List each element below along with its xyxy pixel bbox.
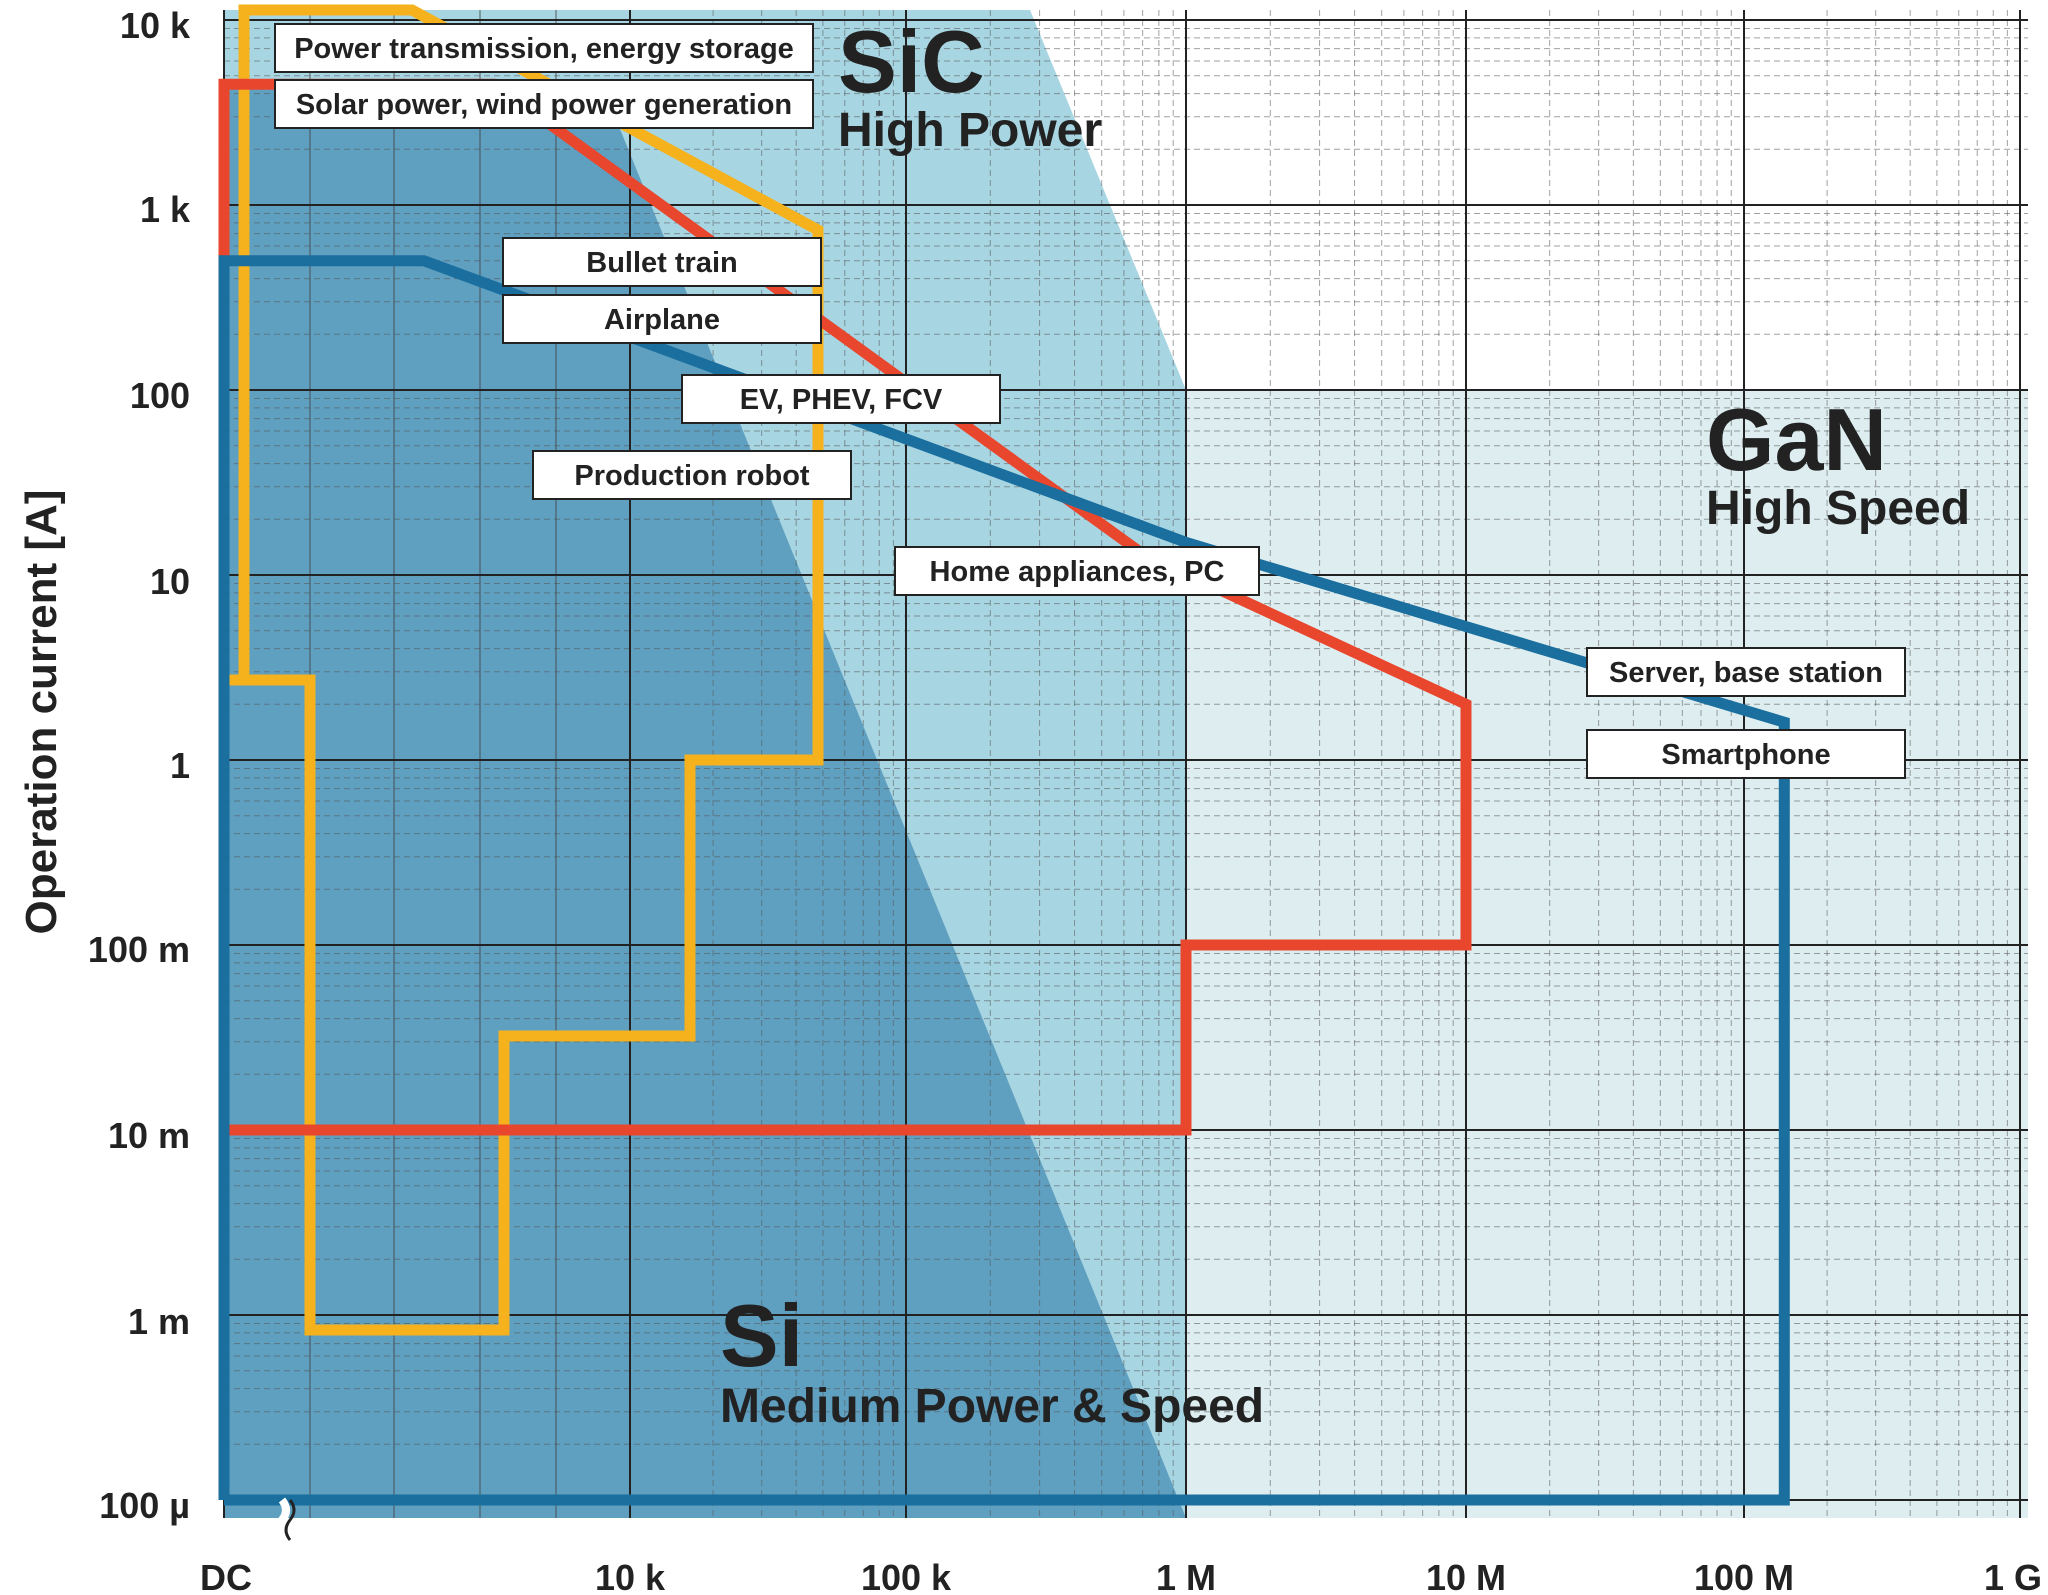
y-tick-labels: 10 k 1 k 100 10 1 100 m 10 m 1 m 100 µ	[88, 5, 191, 1526]
annotation-solar-wind: Solar power, wind power generation	[274, 79, 814, 129]
y-tick-label: 1 k	[140, 189, 191, 230]
annotation-production-robot: Production robot	[532, 450, 852, 500]
y-tick-label: 10	[150, 561, 190, 602]
annotation-bullet-train: Bullet train	[502, 237, 822, 287]
annotation-label: Solar power, wind power generation	[296, 89, 792, 121]
annotation-home-appliances: Home appliances, PC	[894, 546, 1260, 596]
annotation-airplane: Airplane	[502, 294, 822, 344]
annotation-power-transmission: Power transmission, energy storage	[274, 23, 814, 73]
series-line	[224, 4, 824, 1336]
region-labels: SiC High Power GaN High Speed Si Medium …	[720, 12, 1970, 1433]
y-tick-label: 10 m	[108, 1115, 190, 1156]
y-tick-label: 10 k	[120, 5, 191, 46]
x-tick-labels: DC 10 k 100 k 1 M 10 M 100 M 1 G	[200, 1557, 2042, 1595]
annotation-label: Server, base station	[1609, 657, 1883, 689]
axis-break-stroke	[284, 1499, 296, 1541]
annotation-label: Airplane	[604, 304, 720, 336]
axis-break-stroke	[274, 1497, 290, 1543]
annotation-label: Bullet train	[586, 247, 737, 279]
x-tick-label: DC	[200, 1557, 252, 1595]
x-tick-label: 10 M	[1426, 1557, 1506, 1595]
y-tick-label: 100 µ	[99, 1485, 190, 1526]
region-title-sic: SiC	[838, 12, 985, 111]
x-tick-label: 1 G	[1984, 1557, 2042, 1595]
y-tick-label: 100	[130, 375, 190, 416]
y-axis-label: Operation current [A]	[17, 490, 66, 935]
series-line	[218, 255, 1790, 1506]
x-tick-label: 100 k	[861, 1557, 952, 1595]
annotation-label: Home appliances, PC	[930, 556, 1225, 588]
region-title-gan: GaN	[1706, 390, 1887, 489]
y-tick-label: 1	[170, 745, 190, 786]
annotation-label: Smartphone	[1661, 739, 1830, 771]
x-tick-label: 100 M	[1694, 1557, 1794, 1595]
x-tick-label: 10 k	[595, 1557, 666, 1595]
annotation-label: Production robot	[574, 460, 810, 492]
region-subtitle-sic: High Power	[838, 104, 1102, 157]
annotation-server: Server, base station	[1586, 647, 1906, 697]
y-tick-label: 1 m	[128, 1301, 190, 1342]
y-tick-label: 100 m	[88, 929, 190, 970]
annotation-label: EV, PHEV, FCV	[740, 384, 943, 416]
region-subtitle-gan: High Speed	[1706, 482, 1970, 535]
region-subtitle-si: Medium Power & Speed	[720, 1380, 1264, 1433]
region-title-si: Si	[720, 1286, 803, 1385]
x-tick-label: 1 M	[1156, 1557, 1216, 1595]
annotation-ev: EV, PHEV, FCV	[681, 374, 1001, 424]
axis-break-mark	[274, 1497, 296, 1543]
application-annotations: Power transmission, energy storage Solar…	[274, 23, 1906, 779]
annotation-smartphone: Smartphone	[1586, 729, 1906, 779]
annotation-label: Power transmission, energy storage	[294, 33, 794, 65]
